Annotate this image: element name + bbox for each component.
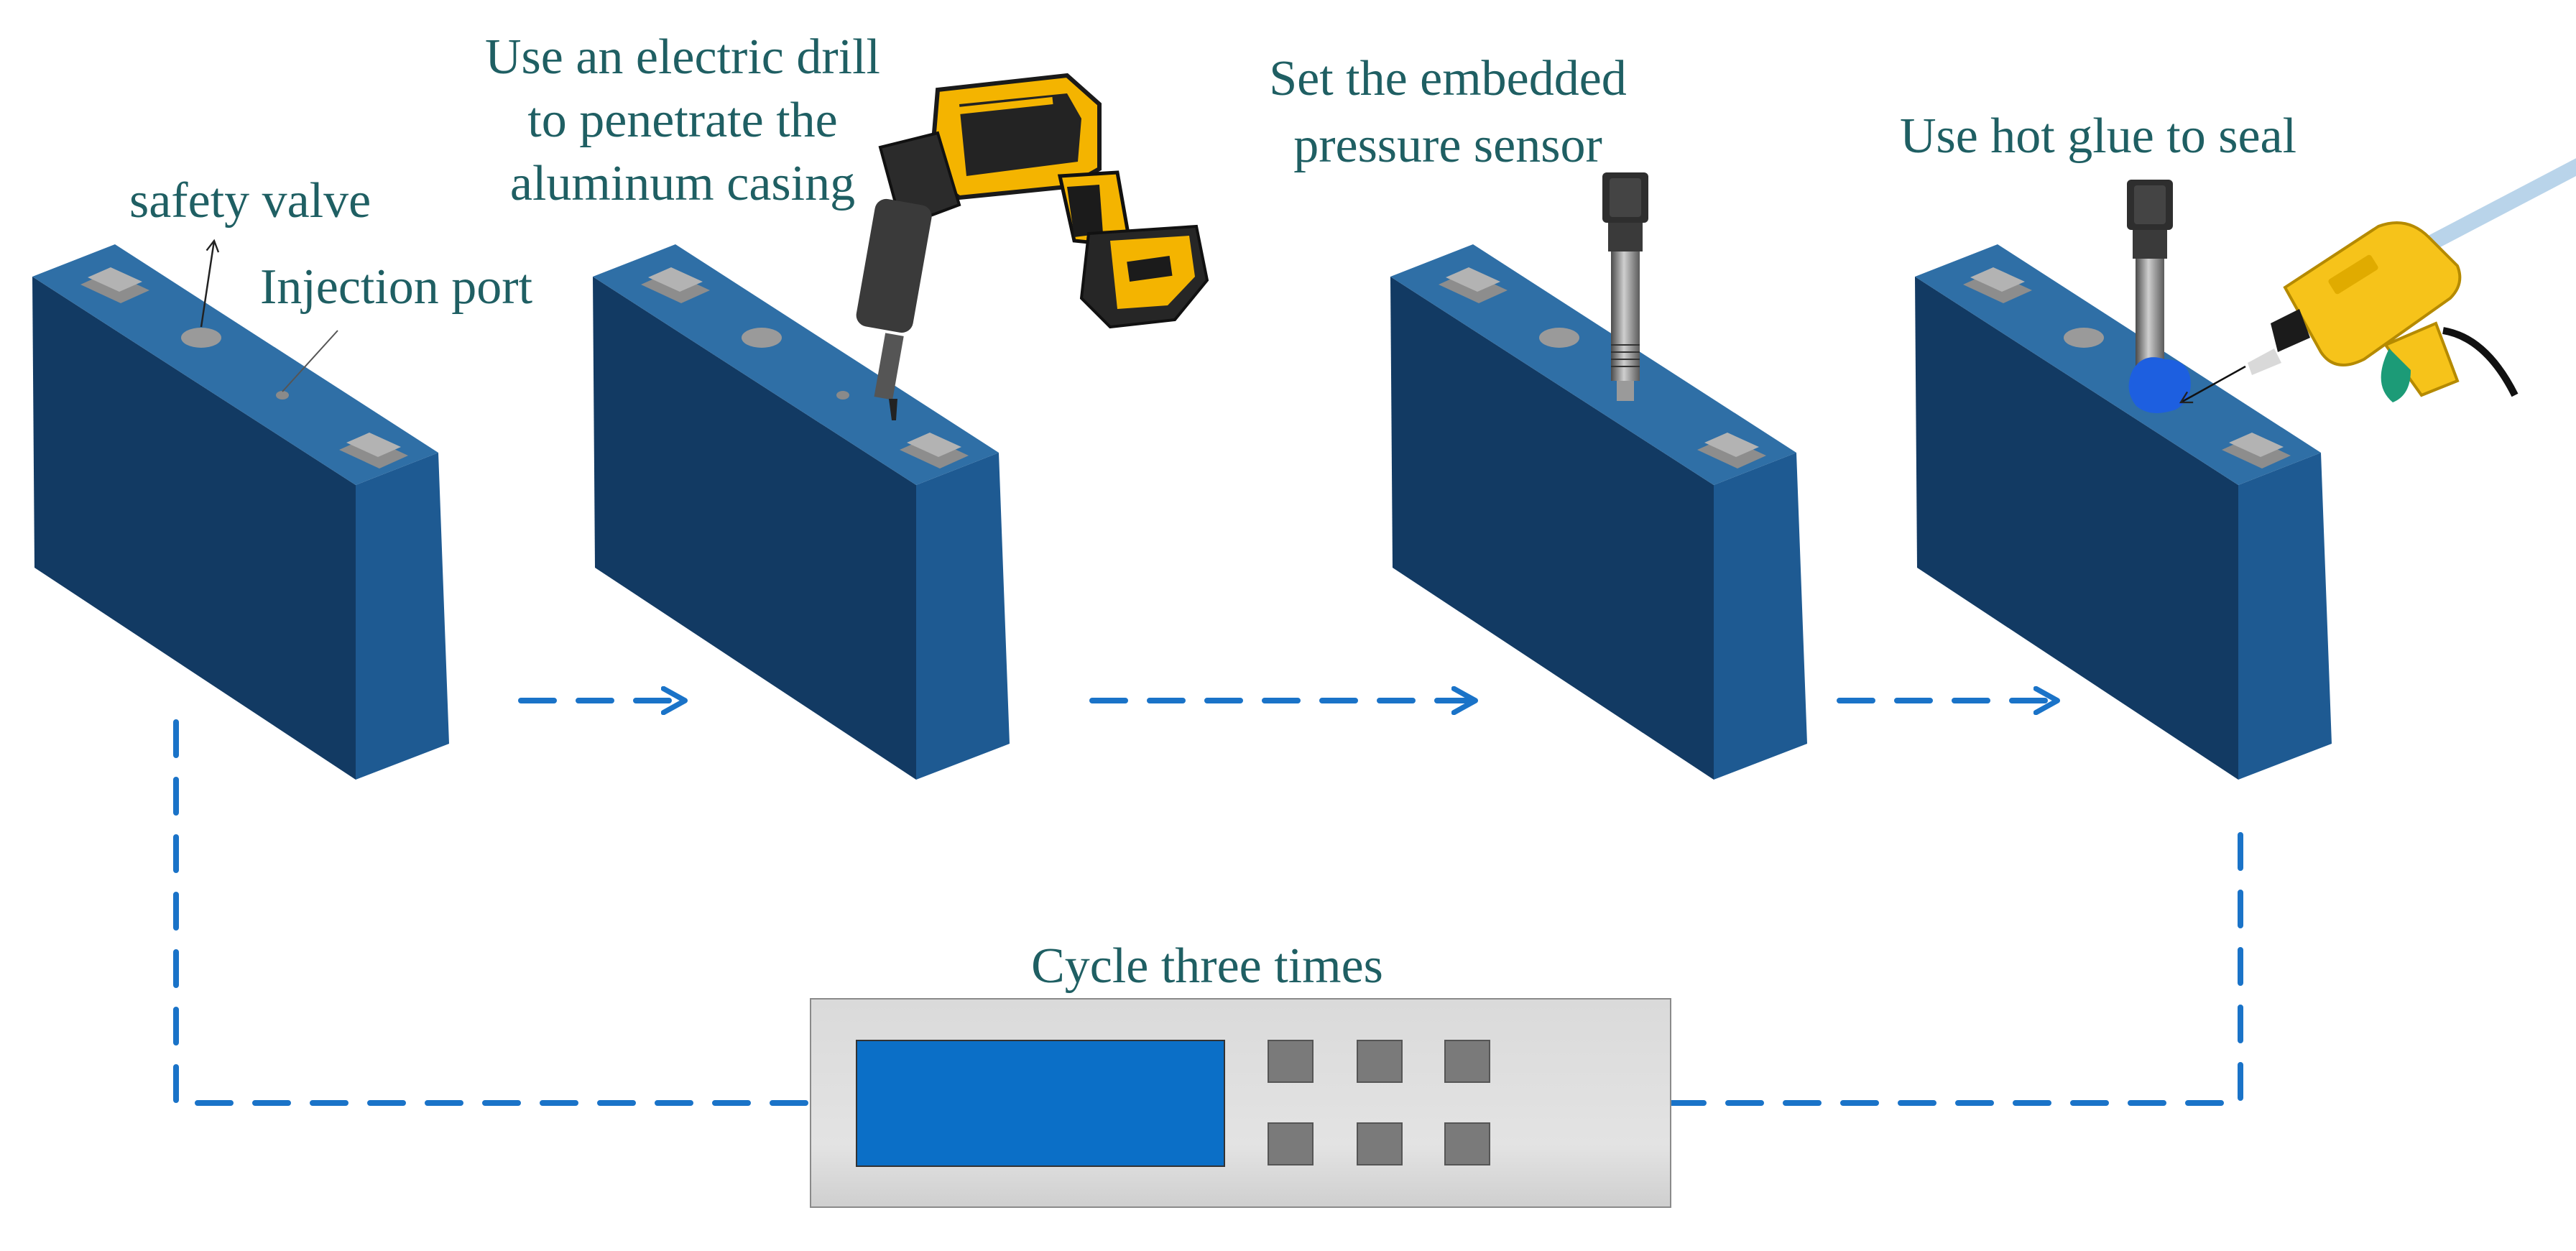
glue-callout [2179,365,2246,404]
cycler-button [1357,1040,1403,1083]
callouts [200,239,338,392]
injection-port-callout [282,330,338,392]
cell-side-face [916,453,1010,780]
battery-cell-2 [593,244,1010,780]
cell-front-face [1915,277,2238,780]
safety-valve [742,328,782,348]
process-arrows [173,701,2243,1106]
cell-side-face [2238,453,2332,780]
terminal [80,267,149,303]
sensor-step-line-2: pressure sensor [1293,118,1602,173]
injection-port [836,391,849,400]
cell-front-face [1390,277,1714,780]
battery-cells [32,244,2332,780]
cycler-button [1357,1122,1403,1165]
electric-drill-icon [856,73,1209,420]
pressure-sensor-icon [1602,172,1648,401]
safety-valve-label: safety valve [129,173,371,228]
terminal [641,267,710,303]
terminal [339,433,408,468]
battery-cell-1 [32,244,449,780]
cell-front-face [32,277,356,780]
hot-glue-blob [2128,357,2191,413]
drill-step-line-1: Use an electric drill [484,29,881,85]
battery-cycler-icon [810,998,1671,1208]
cycler-button [1268,1040,1314,1083]
drill-step-line-3: aluminum casing [509,156,856,211]
injection-port [276,391,289,400]
cycle-label: Cycle three times [1031,938,1383,994]
sensor-step-line-1: Set the embedded [1269,51,1627,106]
battery-cell-4 [1915,244,2332,780]
cell-top-face [32,244,438,485]
cell-side-face [356,453,449,780]
cycle-loop-left [173,719,813,1106]
cell-top-face [1915,244,2321,485]
cycler-screen [856,1040,1225,1167]
cell-top-face [593,244,999,485]
terminal [900,433,969,468]
battery-cell-3 [1390,244,1807,780]
terminal [1439,267,1508,303]
cell-top-face [1390,244,1796,485]
cycler-button [1268,1122,1314,1165]
safety-valve [2064,328,2104,348]
glue-step-label: Use hot glue to seal [1899,109,2297,164]
safety-valve [1539,328,1579,348]
terminal [1963,267,2032,303]
terminal [1697,433,1766,468]
injection-port-label: Injection port [260,259,533,315]
hot-glue-gun-icon [2248,158,2576,402]
safety-valve-callout [200,239,220,328]
cycler-button [1444,1040,1490,1083]
terminal [2222,433,2291,468]
cycle-loop-right [1668,831,2243,1106]
cell-front-face [593,277,916,780]
cycler-button [1444,1122,1490,1165]
safety-valve [181,328,221,348]
drill-step-line-2: to penetrate the [527,93,838,148]
cell-side-face [1714,453,1807,780]
